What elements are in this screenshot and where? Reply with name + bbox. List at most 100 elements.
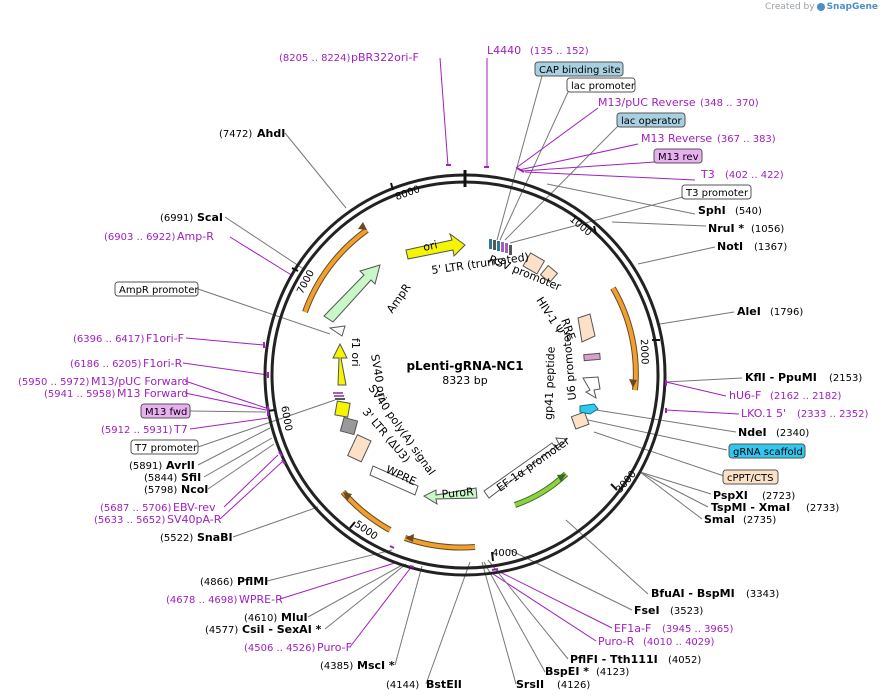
enzyme-alei[interactable]: AleI [737,305,761,318]
enzyme-mlui[interactable]: MluI [281,611,308,624]
enzyme-bsteii[interactable]: BstEII [426,678,462,691]
box-m13-rev[interactable] [653,148,703,164]
primer-f1ori-r[interactable]: F1ori-R [143,357,183,370]
enzyme-csii-sexai[interactable]: CsiI - SexAI * [242,623,322,636]
feature-rre[interactable] [577,313,596,343]
primer-puro-f[interactable]: Puro-F [317,641,352,654]
enzyme-sphi[interactable]: SphI [698,204,726,217]
primer-l4440-range: (135 .. 152) [530,46,589,57]
box-t3-promoter[interactable] [681,184,752,200]
primer-m13-puc-forward[interactable]: M13/pUC Forward [91,375,189,388]
primer-sv40pa-r[interactable]: SV40pA-R [167,513,222,526]
enzyme-msci[interactable]: MscI * [357,659,395,672]
primer-l4440[interactable]: L4440 [487,44,521,57]
box-cap-binding-site[interactable] [534,61,624,77]
box-ampr-promoter[interactable] [114,281,199,297]
primer-m13-forward-range: (5941 .. 5958) [44,389,116,400]
enzyme-pflmi[interactable]: PflMI [237,575,268,588]
enzyme-sfii[interactable]: SfiI [181,471,201,484]
enzyme-noti[interactable]: NotI [717,240,743,253]
enzyme-ncoi[interactable]: NcoI [181,483,208,496]
primer-m13-puc-reverse-range: (348 .. 370) [700,98,759,109]
plasmid-size: 8323 bp [442,374,487,387]
enzyme-kfli-ppumi-pos: (2153) [829,373,862,384]
feature-rsv-box[interactable] [522,252,546,275]
box-m13-fwd[interactable] [140,403,191,419]
box-lac-promoter[interactable] [566,77,636,93]
primer-lko1-5[interactable]: LKO.1 5' [741,407,786,420]
enzyme-fsei[interactable]: FseI [634,604,660,617]
feature-cluster-left[interactable] [333,392,345,400]
feature-ltr5-box[interactable] [539,264,559,284]
enzyme-nrui[interactable]: NruI * [708,222,744,235]
enzyme-scai[interactable]: ScaI [197,211,223,224]
enzyme-bspei[interactable]: BspEI * [545,665,589,678]
label-t3-promoter: T3 promoter [685,188,749,199]
primer-m13-puc-reverse[interactable]: M13/pUC Reverse [598,96,696,109]
primer-ebv-rev[interactable]: EBV-rev [173,501,216,514]
box-lac-operator[interactable] [616,112,686,128]
enzyme-pflmi-pos: (4866) [200,577,233,588]
feature-gray-box[interactable] [339,416,359,436]
enzyme-tspmi-xmai[interactable]: TspMI - XmaI [711,501,790,514]
enzyme-srsii[interactable]: SrsII [516,678,544,691]
enzyme-smai[interactable]: SmaI [704,513,735,526]
enzyme-kfli-ppumi[interactable]: KflI - PpuMI [745,371,817,384]
primer-puro-r[interactable]: Puro-R [598,635,635,648]
primer-m13-forward[interactable]: M13 Forward [117,387,188,400]
feature-ori[interactable] [405,232,466,260]
feature-cluster-top[interactable] [489,239,512,255]
feature-ampr[interactable] [323,264,381,323]
feature-ef1a[interactable] [483,437,569,499]
feature-sv40-ori-box[interactable] [334,400,351,418]
tick-4000: 4000 [492,548,517,559]
box-t7-promoter[interactable] [130,439,199,455]
label-m13-rev: M13 rev [658,152,699,163]
connector-lines [182,57,743,685]
primer-ef1a-f[interactable]: EF1a-F [614,622,651,635]
box-grna-scaffold[interactable] [728,443,806,459]
enzyme-ndei-pos: (2340) [776,428,809,439]
enzyme-ahdi[interactable]: AhdI [257,127,285,140]
feature-ampr-promoter[interactable] [328,325,346,337]
primer-puro-r-range: (4010 .. 4029) [643,637,715,648]
primer-m13-reverse[interactable]: M13 Reverse [641,132,712,145]
primer-pbr322ori-f[interactable]: pBR322ori-F [351,51,419,64]
label-lac-promoter: lac promoter [571,81,636,92]
snapgene-logo-icon [816,2,825,11]
label-ampr: AmpR [384,281,414,316]
feature-u6[interactable] [582,376,601,400]
enzyme-ndei[interactable]: NdeI [738,426,767,439]
feature-ltr3-box[interactable] [347,433,372,463]
feature-grna-scaffold-mark[interactable] [579,403,599,415]
primer-t7[interactable]: T7 [173,423,188,436]
enzyme-pflfi-tth111i[interactable]: PflFI - Tth111I [570,653,658,666]
feature-f1ori[interactable] [332,342,348,386]
feature-pink-bar[interactable] [583,352,601,362]
primer-wpre-r[interactable]: WPRE-R [239,593,283,606]
enzyme-bfuai-bspmi[interactable]: BfuAI - BspMI [651,587,735,600]
label-gp41: gp41 peptide [542,346,558,420]
primer-ef1a-f-range: (3945 .. 3965) [662,624,734,635]
primer-marks [263,164,667,571]
enzyme-pspxi[interactable]: PspXI [713,489,748,502]
enzyme-alei-pos: (1796) [770,307,803,318]
enzyme-snabi[interactable]: SnaBI [197,531,233,544]
label-t7-promoter: T7 promoter [134,443,198,454]
feature-wpre[interactable] [369,465,419,496]
enzyme-bfuai-bspmi-pos: (3343) [746,589,779,600]
enzyme-mlui-pos: (4610) [244,613,277,624]
feature-puror[interactable] [422,487,478,506]
primer-hu6-f[interactable]: hU6-F [729,389,761,402]
feature-cppt-box[interactable] [570,411,590,430]
enzyme-pspxi-pos: (2723) [762,491,795,502]
primer-amp-r[interactable]: Amp-R [177,230,214,243]
enzyme-nrui-pos: (1056) [751,224,784,235]
enzyme-noti-pos: (1367) [754,242,787,253]
primer-f1ori-f[interactable]: F1ori-F [146,332,184,345]
primer-t3[interactable]: T3 [700,168,715,181]
primer-f1ori-f-range: (6396 .. 6417) [73,334,145,345]
box-cppt-cts[interactable] [722,469,779,485]
enzyme-avrii[interactable]: AvrII [166,459,195,472]
enzyme-pflfi-tth111i-pos: (4052) [668,655,701,666]
